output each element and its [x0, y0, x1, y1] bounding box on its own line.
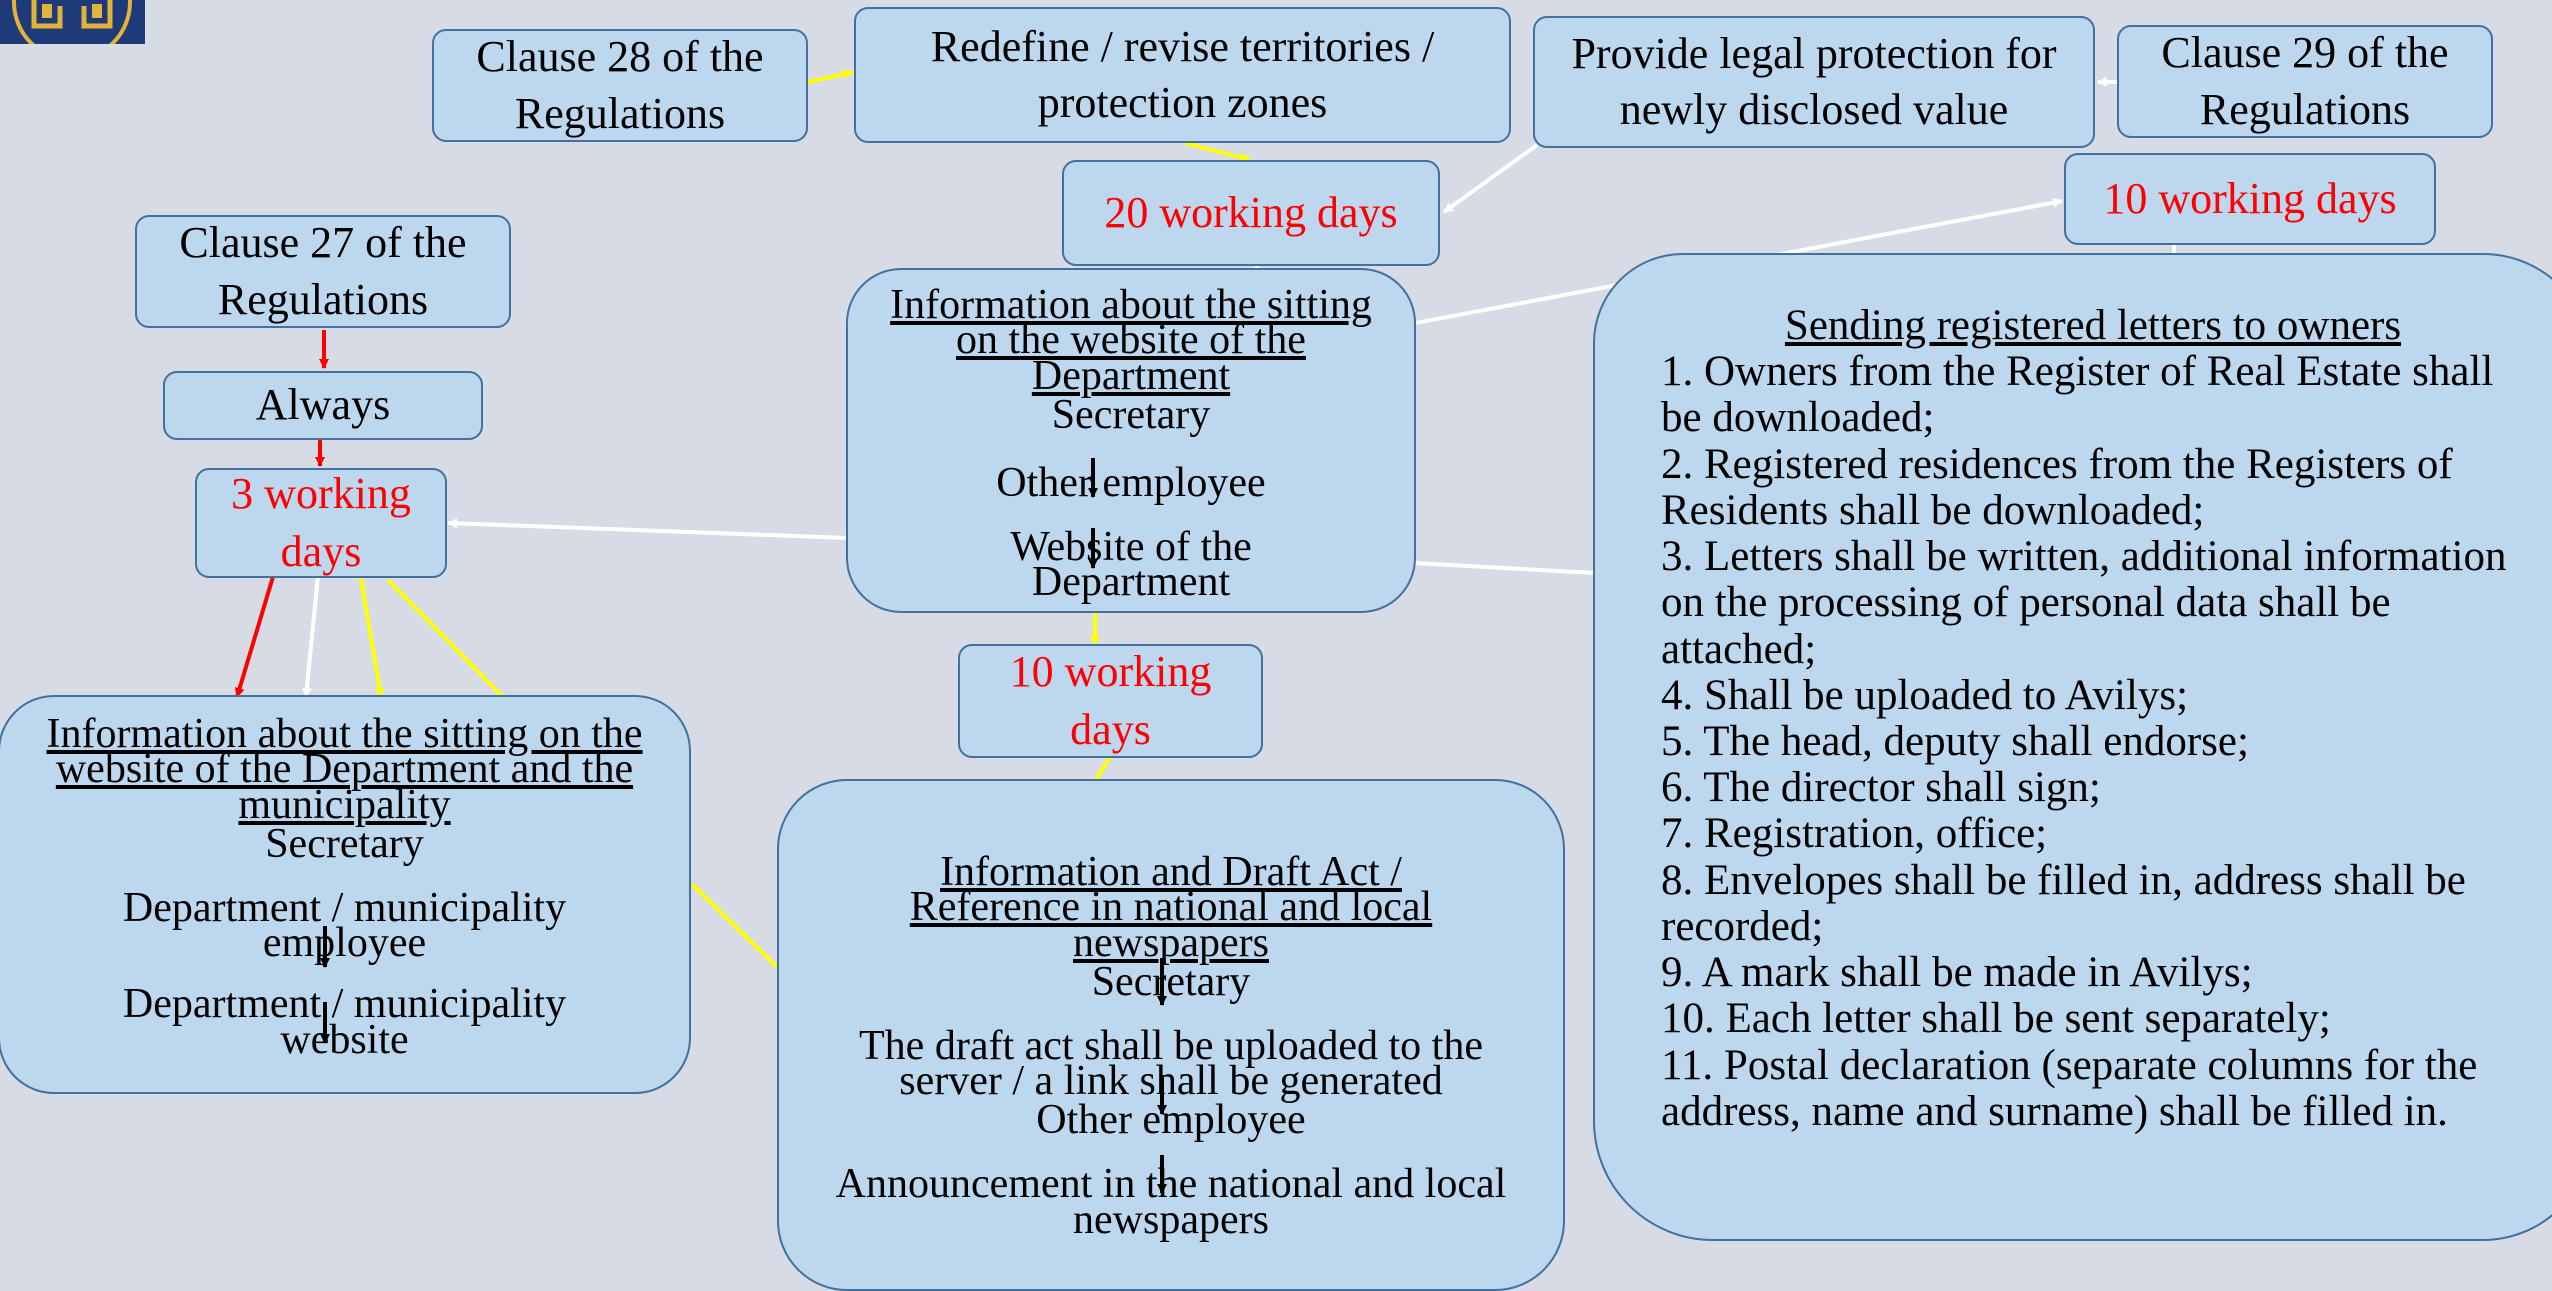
letters-item: 3. Letters shall be written, additional …	[1661, 533, 2507, 673]
clause28-text: Clause 28 of the Regulations	[476, 32, 764, 138]
connector-3days-municipality-red	[234, 569, 277, 698]
letters-item: 7. Registration, office;	[1661, 810, 2048, 858]
letters-item: 9. A mark shall be made in Avilys;	[1661, 949, 2253, 997]
connector-municipality-newspapers	[690, 882, 780, 970]
municipality-step-employee: Department / municipality employee	[122, 884, 567, 967]
days3-box: 3 working days	[195, 468, 447, 578]
newspapers-step-announcement: Announcement in the national and local n…	[835, 1161, 1507, 1243]
letters-list: 1. Owners from the Register of Real Esta…	[1661, 348, 2521, 1135]
connector-clause28-redefine	[807, 69, 854, 84]
letters-item: 5. The head, deputy shall endorse;	[1661, 717, 2249, 765]
dept-site-title: Information about the sitting on the web…	[890, 282, 1372, 399]
dept-site-step-secretary: Secretary	[1051, 391, 1211, 438]
legal-protection-box: Provide legal protection for newly discl…	[1533, 16, 2095, 148]
municipality-step-secretary: Secretary	[265, 820, 424, 867]
letters-item: 10. Each letter shall be sent separately…	[1661, 995, 2331, 1043]
letters-item: 4. Shall be uploaded to Avilys;	[1661, 671, 2189, 719]
letters-item: 1. Owners from the Register of Real Esta…	[1661, 348, 2494, 442]
municipality-box: Information about the sitting on the web…	[0, 695, 691, 1094]
newspapers-step-employee: Other employee	[1036, 1097, 1306, 1144]
newspapers-step-upload: The draft act shall be uploaded to the s…	[859, 1022, 1483, 1105]
dept-site-box: Information about the sitting on the web…	[846, 268, 1416, 613]
municipality-title: Information about the sitting on the web…	[46, 711, 643, 828]
connector-3days-municipality-yellow	[358, 571, 385, 698]
redefine-text: Redefine / revise territories / protecti…	[930, 21, 1435, 127]
clause28-box: Clause 28 of the Regulations	[432, 29, 808, 142]
newspapers-title: Information and Draft Act / Reference in…	[909, 849, 1433, 966]
logo	[0, 0, 145, 44]
letters-title: Sending registered letters to owners	[1784, 302, 2402, 349]
letters-box: Sending registered letters to owners 1. …	[1593, 253, 2552, 1241]
connector-deptsite-3days	[447, 518, 849, 540]
connector-3days-yellow-diagonal	[386, 578, 504, 698]
dept-site-step-employee: Other employee	[996, 459, 1266, 506]
clause27-box: Clause 27 of the Regulations	[135, 215, 511, 328]
days10-mid-text: 10 working days	[1009, 646, 1212, 754]
clause29-text: Clause 29 of the Regulations	[2161, 28, 2449, 134]
always-box: Always	[163, 371, 483, 440]
clause27-text: Clause 27 of the Regulations	[179, 218, 467, 324]
connector-3days-municipality-white	[301, 574, 320, 698]
letters-item: 8. Envelopes shall be filled in, address…	[1661, 856, 2466, 950]
connector-legal-20days	[1442, 143, 1539, 214]
dept-site-step-website: Website of the Department	[1010, 523, 1252, 606]
legal-protection-text: Provide legal protection for newly discl…	[1571, 28, 2057, 134]
newspapers-box: Information and Draft Act / Reference in…	[777, 779, 1565, 1291]
days20-box: 20 working days	[1062, 160, 1440, 266]
redefine-box: Redefine / revise territories / protecti…	[854, 7, 1511, 143]
connector-deptsite-letters	[1413, 561, 1596, 575]
days3-text: 3 working days	[231, 468, 411, 576]
days10-right-box: 10 working days	[2064, 153, 2436, 245]
always-text: Always	[255, 380, 391, 430]
days10-right-text: 10 working days	[2103, 173, 2397, 223]
newspapers-step-secretary: Secretary	[1091, 958, 1251, 1005]
municipality-step-website: Department / municipality website	[122, 981, 567, 1063]
letters-item: 6. The director shall sign;	[1661, 764, 2101, 812]
clause29-box: Clause 29 of the Regulations	[2117, 25, 2493, 138]
days10-mid-box: 10 working days	[958, 644, 1263, 758]
letters-item: 11. Postal declaration (separate columns…	[1661, 1041, 2478, 1135]
days20-text: 20 working days	[1104, 187, 1398, 237]
letters-item: 2. Registered residences from the Regist…	[1661, 440, 2453, 534]
connector-redefine-20days	[1184, 141, 1251, 163]
